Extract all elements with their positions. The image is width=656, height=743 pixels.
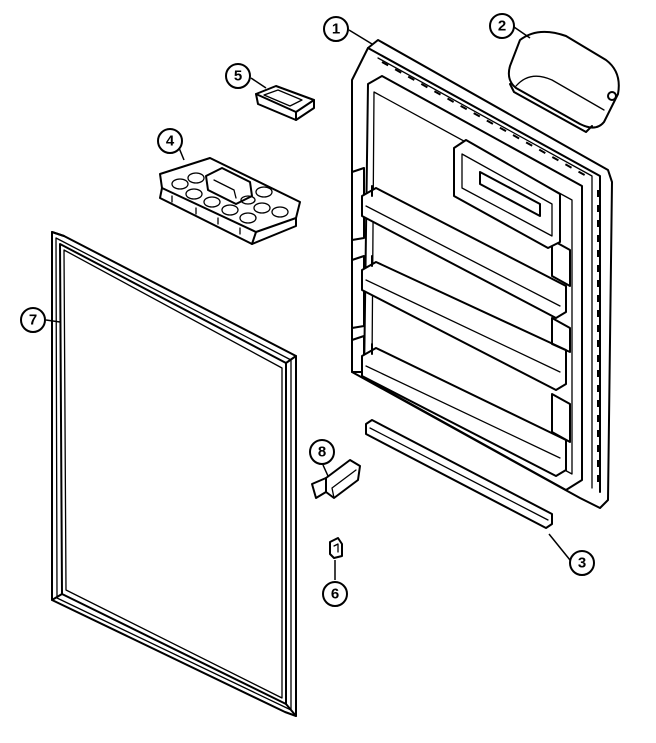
callout-5: 5 [225,63,251,89]
leader-lines [45,26,571,580]
callout-5-label: 5 [234,68,242,85]
callout-7: 7 [20,307,46,333]
callout-4-label: 4 [166,133,175,150]
callout-2: 2 [489,13,515,39]
callout-3-label: 3 [578,555,586,572]
callout-1: 1 [323,16,349,42]
clip [329,537,343,559]
door-gasket [51,231,297,717]
callout-3: 3 [569,550,595,576]
egg-tray [159,157,301,245]
door-liner [351,39,613,509]
small-tray [255,85,315,121]
callout-2-label: 2 [498,18,506,35]
callout-7-label: 7 [29,312,37,329]
dairy-door [507,30,620,133]
callout-8-label: 8 [318,444,326,461]
callout-6: 6 [322,581,348,607]
callout-6-label: 6 [331,586,339,603]
callout-1-label: 1 [332,21,340,38]
handle-strip [365,419,553,529]
callout-4: 4 [157,128,183,154]
callout-8: 8 [309,439,335,465]
bracket [311,459,361,499]
